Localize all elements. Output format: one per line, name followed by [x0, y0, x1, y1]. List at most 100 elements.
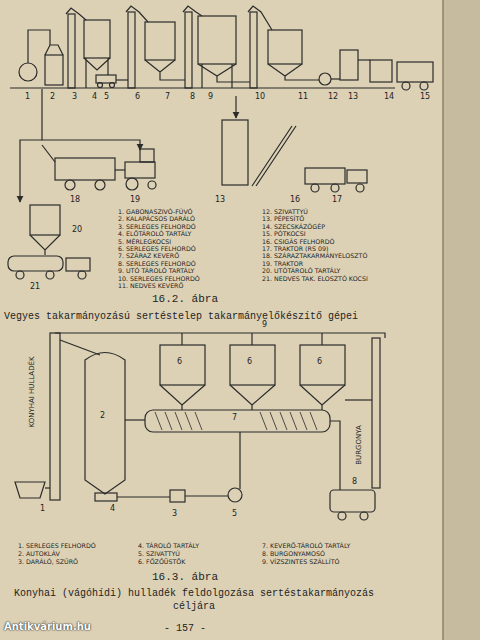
tank-cone [30, 235, 60, 255]
callout-number: 8 [352, 478, 357, 486]
page-edge-line [442, 0, 444, 640]
legend-entry: 5. SZIVATTYÚ [138, 551, 180, 557]
potato-washer [330, 490, 375, 512]
legend-entry: 20. UTÓTÁROLÓ TARTÁLY [262, 268, 340, 274]
callout-number: 16 [290, 196, 300, 204]
legend-entry: 8. SERLEGES FELHORDÓ [118, 261, 196, 267]
callout-number: 20 [72, 226, 82, 234]
kettle-cone [230, 385, 275, 410]
callout-number: 7 [165, 93, 170, 101]
wheel [65, 180, 75, 190]
bucket-elevator [68, 14, 75, 88]
vertical-label: KONYHAI HULLADÉK [29, 356, 36, 427]
callout-number: 1 [25, 93, 30, 101]
caption-text: - 157 - [164, 622, 206, 635]
callout-number: 2 [50, 93, 55, 101]
callout-number: 13 [215, 196, 225, 204]
wheel [331, 184, 339, 192]
wheel [356, 184, 364, 192]
callout-number: 9 [262, 321, 267, 329]
callout-number: 19 [130, 196, 140, 204]
bucket-elevator [50, 333, 60, 500]
wheel [148, 181, 156, 189]
wheel [338, 512, 346, 520]
pump [228, 488, 242, 502]
caption-text: Konyhai (vágóhídi) hulladék feldolgozása… [6, 587, 382, 613]
callout-number: 12 [328, 93, 338, 101]
liquid-feed-wagon [8, 256, 63, 271]
callout-number: 5 [104, 93, 109, 101]
legend-entry: 16. CSIGÁS FELHORDÓ [262, 239, 334, 245]
legend-entry: 18. SZÁRAZTAKARMÁNYELOSZTÓ [262, 253, 367, 259]
legend-entry: 7. SZÁRAZ KEVERŐ [118, 253, 179, 259]
tractor [347, 170, 367, 183]
waste-trolley [15, 482, 45, 498]
hopper [45, 45, 63, 55]
legend-entry: 17. TRAKTOR (RS 09) [262, 246, 328, 252]
callout-number: 21 [30, 283, 40, 291]
wheel [16, 271, 24, 279]
chaff-cutter [370, 60, 392, 82]
wheel [110, 83, 115, 88]
pipe [240, 421, 340, 490]
potato-elevator [372, 338, 380, 488]
elevator-head [183, 6, 202, 16]
bucket-elevator [185, 12, 192, 88]
wheel [420, 82, 428, 90]
elevator-head [248, 6, 272, 30]
callout-number: 8 [190, 93, 195, 101]
pipe [28, 30, 50, 63]
callout-number: 13 [348, 93, 358, 101]
chute [116, 79, 128, 80]
drawbar [115, 169, 125, 170]
bin-cone [198, 64, 250, 88]
wheel [360, 512, 368, 520]
grinder [95, 493, 117, 501]
legend-entry: 3. SERLEGES FELHORDÓ [118, 224, 196, 230]
figure-16-2-machines [8, 6, 433, 279]
wheel [95, 180, 105, 190]
legend-entry: 14. SZECSKÁZÓGÉP [262, 224, 325, 230]
legend-entry: 4. TÁROLÓ TARTÁLY [138, 543, 199, 549]
callout-number: 6 [177, 358, 182, 366]
mixer-storage-tank [145, 410, 330, 432]
strainer [170, 490, 185, 502]
flow-arrow [20, 140, 42, 202]
pulper-silo [222, 120, 248, 185]
pipe [185, 495, 228, 496]
blower [19, 63, 37, 81]
legend-entry: 11. NEDVES KEVERŐ [118, 283, 183, 289]
callout-number: 6 [247, 358, 252, 366]
vertical-label: BURGONYA [356, 425, 363, 464]
legend-entry: 8. BURGONYAMOSÓ [262, 551, 325, 557]
weigh-cart [96, 75, 116, 83]
callout-number: 11 [298, 93, 308, 101]
figure-16-3-plant [15, 333, 385, 520]
cooking-kettle [160, 345, 205, 385]
pipe [358, 59, 370, 60]
trailer [397, 62, 433, 82]
callout-number: 2 [100, 412, 105, 420]
legend-entry: 9. VÍZSZINTES SZÁLLÍTÓ [262, 559, 339, 565]
legend-entry: 13. PÉPESÍTŐ [262, 216, 304, 222]
tractor [125, 162, 155, 178]
legend-entry: 1. SERLEGES FELHORDÓ [18, 543, 96, 549]
callout-number: 18 [70, 196, 80, 204]
after-storage-bin [198, 16, 236, 64]
legend-entry: 19. TRAKTOR [262, 261, 303, 267]
elevator-head [66, 8, 86, 20]
callout-number: 4 [110, 505, 115, 513]
legend-entry: 7. KEVERŐ-TÁROLÓ TARTÁLY [262, 543, 350, 549]
figure-caption: 16.3. ábra [152, 572, 218, 583]
flow-arrow [235, 96, 236, 118]
legend-entry: 15. PÓTKOCSI [262, 231, 306, 237]
wet-mixer [268, 30, 302, 64]
callout-number: 15 [420, 93, 430, 101]
tractor-cab [140, 149, 154, 162]
caption-text: Vegyes takarmányozású sertéstelep takarm… [4, 310, 358, 323]
storage-bin [84, 20, 110, 58]
chute [45, 487, 50, 488]
wheel [78, 271, 86, 279]
